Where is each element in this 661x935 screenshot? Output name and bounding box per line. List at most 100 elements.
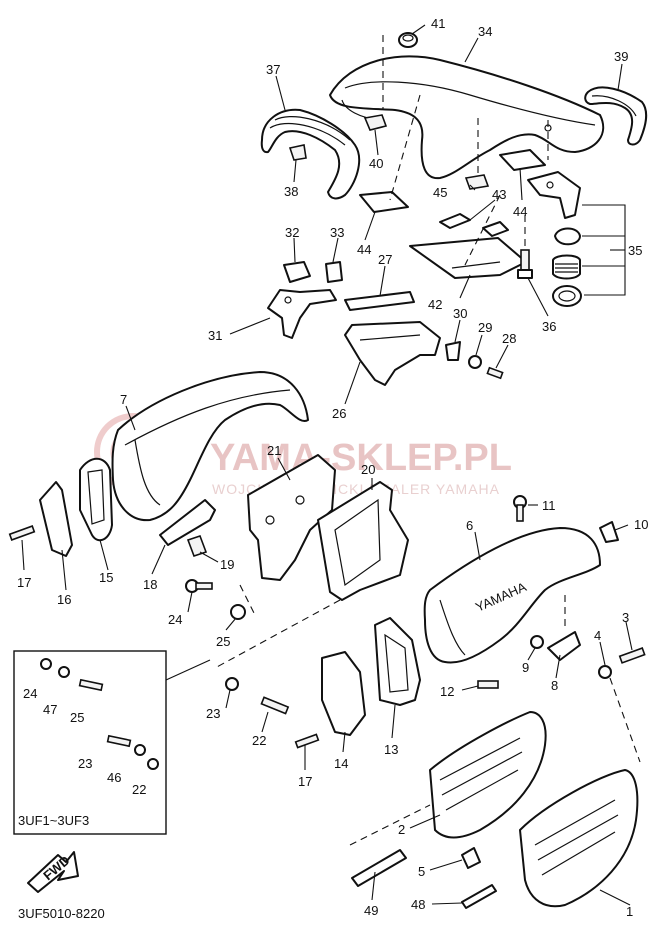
callout-35: 35: [628, 243, 642, 258]
leader-14: [342, 731, 346, 753]
callout-34: 34: [478, 24, 492, 39]
callout-26: 26: [332, 406, 346, 421]
grab-bar-left-body: [260, 108, 361, 200]
part-5-48-49: [351, 847, 497, 909]
leader-22a: [261, 711, 269, 733]
damper-41-top: [402, 34, 414, 42]
damper-35-cap: [554, 227, 581, 246]
callout-43: 43: [492, 187, 506, 202]
part-27-stay: [344, 291, 415, 311]
fender-edge: [344, 81, 596, 126]
callout-12: 12: [440, 684, 454, 699]
part-19-clip: [186, 534, 208, 558]
leader-10: [614, 524, 629, 531]
part-21-bracket: [247, 454, 336, 581]
pad-40: [363, 114, 388, 131]
screw-17-upper: [8, 525, 36, 541]
plate-42-slot: [451, 261, 501, 269]
leader-37: [275, 75, 286, 111]
leader-2: [409, 814, 441, 829]
drawing-code: 3UF5010-8220: [18, 906, 105, 921]
nut-25: [230, 604, 246, 620]
callout-44-left: 44: [357, 242, 371, 257]
callout-31: 31: [208, 328, 222, 343]
leader-8: [555, 654, 561, 679]
callout-25-main: 25: [216, 634, 230, 649]
rubber-43-b: [482, 221, 509, 237]
leader-38: [293, 159, 297, 183]
callout-30: 30: [453, 306, 467, 321]
inset-bolt-23: [106, 734, 132, 748]
leader-17a: [21, 539, 25, 571]
callout-23-inset: 23: [78, 756, 92, 771]
callout-7: 7: [120, 392, 127, 407]
callout-10: 10: [634, 517, 648, 532]
callout-48: 48: [411, 897, 425, 912]
bolt-36-head: [517, 269, 533, 279]
leader-24a: [187, 591, 193, 613]
callout-23-main: 23: [206, 706, 220, 721]
clip-10: [599, 521, 619, 543]
callout-27: 27: [378, 252, 392, 267]
washer-9: [530, 635, 544, 649]
inset-caption: 3UF1~3UF3: [18, 813, 89, 828]
leader-18: [151, 544, 166, 575]
leader-15: [99, 539, 109, 571]
cover-26-edge: [359, 334, 421, 341]
inset-variant-box: 3UF1~3UF3: [13, 650, 211, 835]
leader-34: [464, 37, 479, 63]
side-cover-2-body: [429, 711, 547, 839]
part-31-bracket: [267, 289, 337, 339]
rod-49: [351, 849, 407, 887]
ref-line-44: [389, 94, 421, 201]
part-35-damper-set: [552, 204, 626, 307]
part-13-cover: [374, 617, 421, 706]
callout-40: 40: [369, 156, 383, 171]
fwd-arrow-shape: [27, 851, 79, 893]
leader-26: [344, 361, 361, 405]
part-45-damper: [464, 174, 490, 190]
clip-38: [288, 144, 307, 161]
tank-cover-6-body: [423, 527, 601, 664]
stay-18: [159, 499, 216, 546]
callout-1: 1: [626, 904, 633, 919]
part-41-damper: [398, 32, 418, 48]
grab-bar-left-rib: [269, 122, 346, 146]
part-40-pad: [363, 114, 388, 131]
bracket-right-body: [527, 171, 581, 219]
bracket-21-hole-a: [265, 515, 275, 525]
part-18-stay: [159, 499, 216, 546]
leader-7: [125, 405, 136, 431]
washer-23: [225, 677, 239, 691]
damper-35-spring: [552, 254, 581, 280]
leader-41: [411, 24, 426, 35]
fwd-arrow: FWD: [27, 851, 79, 893]
leader-6: [474, 531, 481, 561]
callout-46: 46: [107, 770, 121, 785]
leader-43: [469, 199, 496, 221]
callout-24-inset: 24: [23, 686, 37, 701]
ref-line-25: [239, 584, 256, 616]
leader-23a: [225, 689, 231, 709]
leader-21: [277, 457, 291, 481]
part-2-side-cover: [429, 711, 547, 839]
callout-2: 2: [398, 822, 405, 837]
part-24-25-bolt: [185, 579, 246, 620]
callout-13: 13: [384, 742, 398, 757]
part-1-side-cover: [519, 769, 639, 908]
inset-bolt-25: [78, 678, 104, 692]
tank-cover-6-edge: [439, 599, 466, 656]
part-20-plate: [317, 481, 409, 601]
screw-17-lower: [294, 733, 320, 749]
callout-28: 28: [502, 331, 516, 346]
leader-45: [469, 184, 476, 191]
inset-washer-22: [147, 758, 159, 770]
emblem-15-inner: [87, 469, 105, 525]
damper-45: [464, 174, 490, 190]
part-38-clip: [288, 144, 307, 161]
callout-24-main: 24: [168, 612, 182, 627]
bracket-31-body: [267, 289, 337, 339]
ref-line-43: [464, 194, 501, 266]
leader-19: [199, 551, 219, 563]
